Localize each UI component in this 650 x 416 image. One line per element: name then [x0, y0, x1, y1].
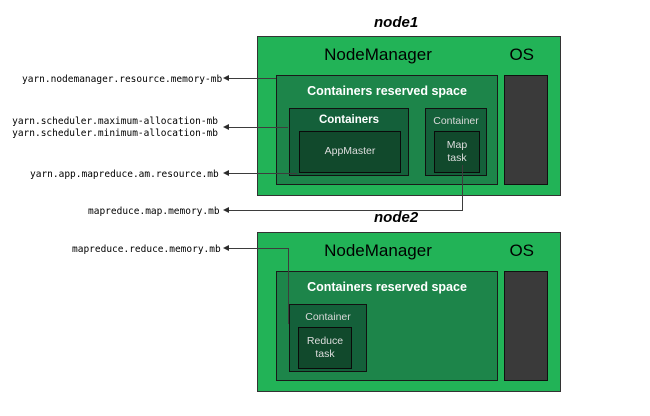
connector-reduce-memory-horizontal: [229, 248, 289, 249]
arrowhead-map-memory: [223, 207, 229, 213]
node1-os-block: [504, 75, 548, 185]
node1-os-label: OS: [509, 45, 534, 64]
node2-nodemanager-label: NodeManager: [324, 241, 432, 260]
appmaster-task-box: AppMaster: [299, 131, 401, 173]
annotation-nodemanager-resource-memory: yarn.nodemanager.resource.memory-mb: [22, 74, 223, 85]
map-task-label-line2: task: [447, 152, 467, 164]
node2-os-label: OS: [509, 241, 534, 260]
annotation-am-resource: yarn.app.mapreduce.am.resource.mb: [30, 169, 219, 180]
node1-reserved-space-box: Containers reserved space Containers App…: [276, 75, 498, 185]
node2-os-block: [504, 271, 548, 381]
arrowhead-reduce-memory: [223, 245, 229, 251]
annotation-scheduler-minimum-allocation: yarn.scheduler.minimum-allocation-mb: [12, 128, 218, 139]
node2-box: NodeManager OS Containers reserved space…: [257, 232, 561, 392]
annotation-reduce-memory: mapreduce.reduce.memory.mb: [72, 244, 221, 255]
connector-map-memory-vertical: [462, 165, 463, 211]
node2-reserved-space-box: Containers reserved space Container Redu…: [276, 271, 498, 381]
arrowhead-am-resource: [223, 170, 229, 176]
node1-title: node1: [374, 14, 419, 31]
connector-reduce-memory-vertical: [288, 248, 289, 324]
reduce-task-label-line1: Reduce: [306, 334, 344, 347]
node1-containers-group-box: Containers AppMaster: [289, 108, 409, 176]
connector-am-resource: [229, 173, 297, 174]
reduce-task-label-line2: task: [315, 348, 335, 360]
node2-title: node2: [374, 209, 419, 226]
node1-container-map-label: Container: [433, 115, 479, 127]
annotation-scheduler-maximum-allocation: yarn.scheduler.maximum-allocation-mb: [12, 116, 218, 127]
node2-reserved-space-label: Containers reserved space: [307, 280, 467, 294]
node2-container-reduce-box: Container Reduce task: [289, 304, 367, 372]
connector-nodemanager-resource-memory: [229, 78, 276, 79]
appmaster-task-label: AppMaster: [324, 145, 376, 158]
node1-container-map-box: Container Map task: [425, 108, 487, 176]
map-task-box: Map task: [434, 131, 480, 173]
node2-container-reduce-label: Container: [305, 311, 351, 323]
arrowhead-nodemanager-resource-memory: [223, 75, 229, 81]
annotation-map-memory: mapreduce.map.memory.mb: [88, 206, 220, 217]
node1-box: NodeManager OS Containers reserved space…: [257, 36, 561, 196]
arrowhead-scheduler-allocation: [223, 124, 229, 130]
map-task-label-line1: Map: [446, 138, 468, 151]
node1-containers-group-label: Containers: [318, 114, 380, 126]
connector-scheduler-allocation: [229, 127, 288, 128]
reduce-task-box: Reduce task: [298, 327, 352, 369]
node1-nodemanager-label: NodeManager: [324, 45, 432, 64]
connector-map-memory-horizontal: [229, 210, 463, 211]
node1-reserved-space-label: Containers reserved space: [307, 84, 467, 98]
